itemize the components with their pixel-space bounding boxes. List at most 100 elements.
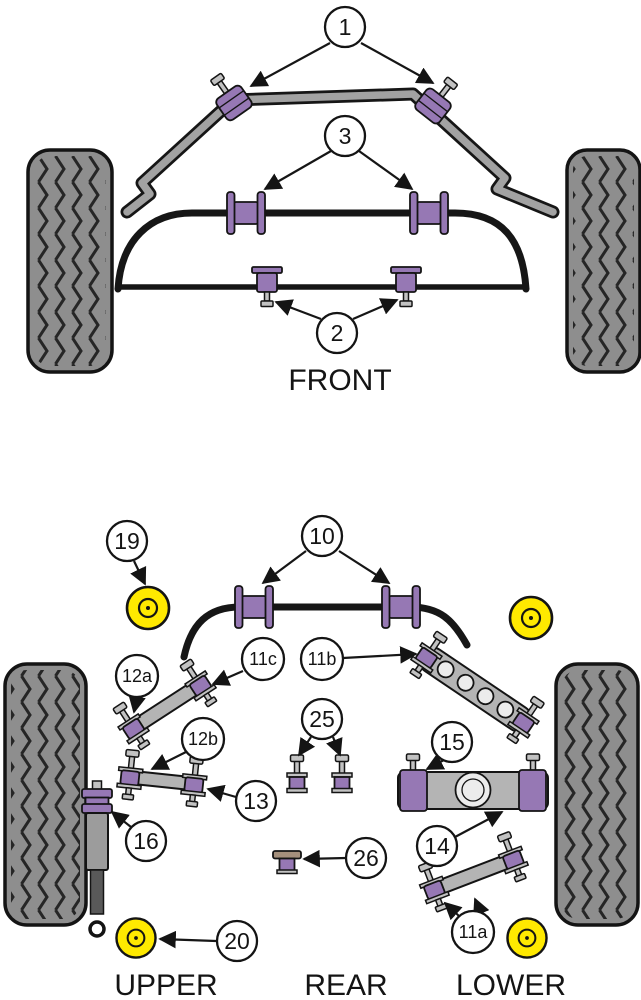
callout-12b-number: 12b bbox=[188, 729, 218, 749]
rear-spool-bushing-right bbox=[381, 585, 421, 629]
callout-14-arrow bbox=[454, 811, 504, 838]
callout-15-arrow bbox=[425, 753, 446, 770]
shock-body bbox=[85, 812, 109, 871]
callout-26: 26 bbox=[344, 836, 388, 880]
lower-label: LOWER bbox=[456, 969, 566, 1000]
upper-label: UPPER bbox=[114, 969, 217, 1000]
callout-16: 16 bbox=[124, 819, 168, 863]
tire-tread bbox=[34, 156, 106, 366]
callout-16-arrow bbox=[110, 810, 132, 829]
tire-tread bbox=[11, 670, 80, 919]
mount-center-ring bbox=[461, 778, 485, 802]
mount-bushing-right bbox=[518, 769, 547, 812]
callout-13: 13 bbox=[234, 779, 278, 823]
rear-label: REAR bbox=[304, 969, 387, 1000]
callout-1-number: 1 bbox=[339, 14, 352, 40]
callout-1: 1 bbox=[323, 5, 367, 49]
front-label: FRONT bbox=[288, 364, 391, 397]
callout-12a-arrow bbox=[128, 694, 146, 714]
callout-15: 15 bbox=[430, 720, 474, 764]
anti-roll-bar-spool-bushing-right bbox=[409, 191, 449, 235]
callout-3-number: 3 bbox=[339, 123, 352, 149]
shock-eyelet bbox=[88, 920, 106, 938]
callout-19: 19 bbox=[105, 519, 149, 563]
anti-roll-bar-spool-bushing-left bbox=[226, 191, 266, 235]
callout-2-number: 2 bbox=[331, 320, 344, 346]
callout-12a: 12a bbox=[114, 653, 160, 699]
callout-2-arrow-right bbox=[352, 298, 399, 321]
plate-hole bbox=[436, 660, 455, 679]
callout-1-arrow-right bbox=[360, 42, 435, 84]
callout-11c-arrow bbox=[211, 669, 244, 686]
callout-25-number: 25 bbox=[309, 706, 335, 732]
callout-20: 20 bbox=[215, 919, 259, 963]
callout-11a: 11a bbox=[450, 909, 496, 955]
tie-bar-block-bushing-left bbox=[251, 266, 283, 308]
callout-19-arrow bbox=[130, 560, 147, 586]
callout-11b-arrow bbox=[342, 646, 418, 664]
rear-suspension-section: 19 10 12a 11c 11b 12b bbox=[3, 514, 640, 1000]
front-anti-roll-bar bbox=[114, 209, 530, 293]
rear-spool-bushing-left bbox=[234, 585, 274, 629]
callout-25-arrow-right bbox=[326, 736, 343, 757]
callout-16-number: 16 bbox=[133, 828, 159, 854]
callout-12b-arrow bbox=[150, 751, 187, 770]
callout-11a-arrow-left bbox=[443, 901, 463, 921]
callout-13-arrow bbox=[206, 784, 237, 802]
hat-flange bbox=[276, 869, 298, 875]
drop-link-clamp-bushing-right bbox=[413, 72, 464, 126]
plate-hole bbox=[496, 700, 515, 719]
callout-15-number: 15 bbox=[439, 729, 465, 755]
callout-14-number: 14 bbox=[424, 833, 450, 859]
tire-tread bbox=[562, 670, 632, 919]
callout-19-number: 19 bbox=[114, 528, 140, 554]
callout-1-arrow-left bbox=[249, 42, 331, 87]
callout-10: 10 bbox=[300, 514, 344, 558]
rear-upper-arm-right bbox=[404, 628, 549, 747]
plate-hole bbox=[476, 687, 495, 706]
shock-lower-tube bbox=[89, 869, 105, 915]
callout-3-arrow-left bbox=[263, 150, 332, 190]
tire-front-right bbox=[565, 148, 641, 374]
rear-upper-arm-left bbox=[108, 656, 222, 754]
small-mount-bushing-right bbox=[332, 755, 352, 793]
callout-12a-number: 12a bbox=[122, 666, 153, 686]
callout-14: 14 bbox=[415, 824, 459, 868]
rear-subframe-mount bbox=[397, 753, 549, 812]
callout-20-arrow bbox=[158, 930, 217, 949]
tire-tread bbox=[573, 156, 634, 366]
small-hat-bushing bbox=[272, 850, 302, 875]
yellow-bushing-lower-right bbox=[506, 917, 548, 959]
front-suspension-section: 1 3 2 FRONT bbox=[26, 5, 641, 397]
callout-2: 2 bbox=[315, 311, 359, 355]
front-drop-link-bar bbox=[120, 87, 560, 219]
mount-center-hole bbox=[454, 771, 492, 809]
callout-10-arrow-right bbox=[338, 550, 391, 584]
rear-shock-absorber bbox=[81, 780, 113, 938]
callout-26-number: 26 bbox=[353, 845, 379, 871]
mount-bushing-left bbox=[399, 769, 428, 812]
yellow-bushing-lower-left bbox=[115, 917, 157, 959]
callout-10-number: 10 bbox=[309, 523, 335, 549]
small-mount-bushing-left bbox=[287, 755, 307, 793]
callout-2-arrow-left bbox=[274, 299, 322, 321]
bar-fill bbox=[123, 90, 557, 216]
callout-11c-number: 11c bbox=[249, 649, 277, 669]
tire-rear-right bbox=[554, 662, 640, 927]
callout-10-arrow-left bbox=[261, 550, 307, 585]
callout-25-arrow-left bbox=[298, 736, 316, 757]
yellow-bushing-upper-left bbox=[125, 585, 171, 631]
callout-13-number: 13 bbox=[243, 788, 269, 814]
callout-11b: 11b bbox=[299, 636, 345, 682]
callout-3-arrow-right bbox=[358, 150, 414, 191]
callout-3: 3 bbox=[323, 114, 367, 158]
callout-11c: 11c bbox=[240, 636, 286, 682]
rear-lower-arm-right bbox=[413, 829, 532, 914]
yellow-bushing-upper-right bbox=[508, 595, 554, 641]
tire-rear-left bbox=[3, 662, 88, 927]
shock-top-bushing bbox=[81, 803, 113, 814]
callout-20-number: 20 bbox=[224, 928, 250, 954]
hat-cap bbox=[272, 850, 302, 860]
